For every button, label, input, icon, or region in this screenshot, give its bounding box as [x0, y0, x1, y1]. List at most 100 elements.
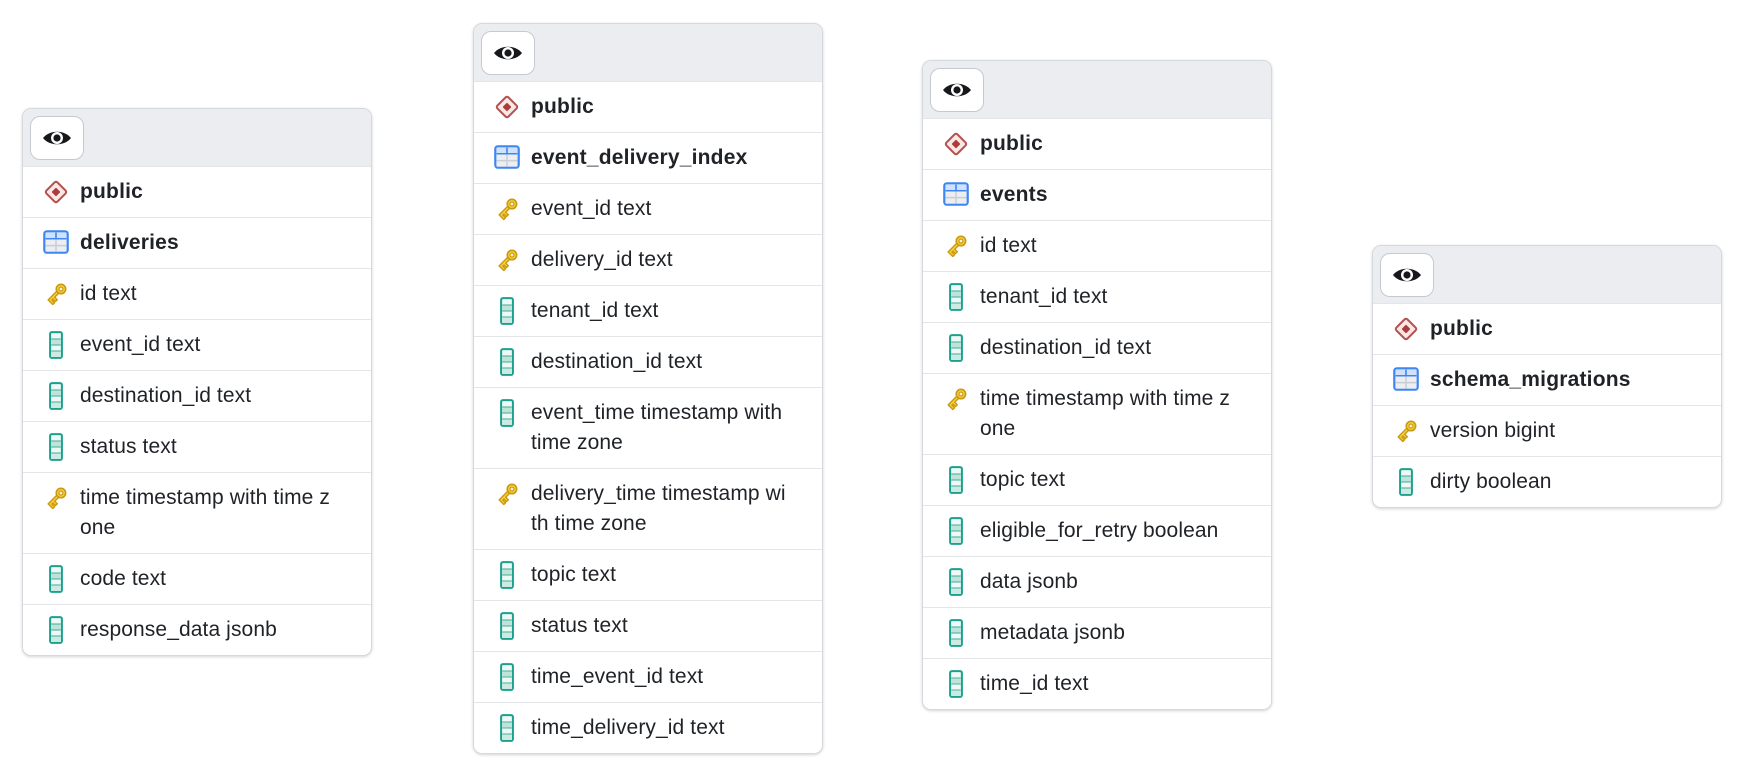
key-icon	[947, 388, 967, 411]
column-label: eligible_for_retry boolean	[980, 519, 1219, 542]
column-row[interactable]: dirty boolean	[1373, 456, 1721, 507]
key-icon	[498, 198, 518, 221]
column-label: code text	[80, 567, 167, 590]
table-name: deliveries	[80, 231, 179, 254]
column-icon	[949, 670, 963, 698]
table-name-row[interactable]: schema_migrations	[1373, 354, 1721, 405]
column-label: event_id text	[531, 197, 652, 220]
column-row[interactable]: topic text	[474, 549, 822, 600]
visibility-toggle-button[interactable]	[1380, 252, 1434, 297]
column-icon	[49, 433, 63, 461]
column-row[interactable]: time timestamp with time zone	[923, 373, 1271, 454]
table-card-header[interactable]	[923, 61, 1271, 118]
visibility-toggle-button[interactable]	[930, 67, 984, 112]
column-label: dirty boolean	[1430, 470, 1552, 493]
column-icon	[500, 348, 514, 376]
column-row[interactable]: id text	[23, 268, 371, 319]
column-row[interactable]: tenant_id text	[923, 271, 1271, 322]
column-row[interactable]: destination_id text	[23, 370, 371, 421]
column-row[interactable]: topic text	[923, 454, 1271, 505]
schema-row[interactable]: public	[1373, 303, 1721, 354]
schema-name: public	[1430, 317, 1494, 340]
schema-row[interactable]: public	[23, 166, 371, 217]
schema-diamond-icon	[944, 132, 968, 156]
column-label: delivery_id text	[531, 248, 673, 271]
column-row[interactable]: code text	[23, 553, 371, 604]
column-row[interactable]: time_delivery_id text	[474, 702, 822, 753]
column-label: event_time timestamp with time zone	[531, 401, 783, 454]
column-icon	[500, 714, 514, 742]
column-row[interactable]: delivery_id text	[474, 234, 822, 285]
schema-diamond-icon	[1394, 317, 1418, 341]
column-row[interactable]: version bigint	[1373, 405, 1721, 456]
column-row[interactable]: time_event_id text	[474, 651, 822, 702]
table-name-row[interactable]: events	[923, 169, 1271, 220]
key-icon	[1397, 420, 1417, 443]
table-icon	[494, 145, 520, 169]
column-row[interactable]: time_id text	[923, 658, 1271, 709]
schema-name: public	[980, 132, 1044, 155]
schema-row[interactable]: public	[474, 81, 822, 132]
column-row[interactable]: event_id text	[474, 183, 822, 234]
key-icon	[947, 235, 967, 258]
column-list: id text tenant_id text	[923, 220, 1271, 709]
column-label: topic text	[531, 563, 617, 586]
column-row[interactable]: status text	[474, 600, 822, 651]
visibility-toggle-button[interactable]	[481, 30, 535, 75]
column-icon	[500, 297, 514, 325]
table-name-row[interactable]: event_delivery_index	[474, 132, 822, 183]
column-label: time_event_id text	[531, 665, 704, 688]
column-label: event_id text	[80, 333, 201, 356]
schema-row[interactable]: public	[923, 118, 1271, 169]
column-label: topic text	[980, 468, 1066, 491]
column-row[interactable]: destination_id text	[474, 336, 822, 387]
column-icon	[949, 568, 963, 596]
column-label: tenant_id text	[980, 285, 1108, 308]
column-list: id text event_id text	[23, 268, 371, 655]
column-row[interactable]: delivery_time timestamp with time zone	[474, 468, 822, 549]
column-icon	[1399, 468, 1413, 496]
table-icon	[43, 230, 69, 254]
visibility-toggle-button[interactable]	[30, 115, 84, 160]
column-icon	[49, 331, 63, 359]
column-icon	[949, 283, 963, 311]
table-card-deliveries: public deliveries	[22, 108, 372, 656]
column-row[interactable]: data jsonb	[923, 556, 1271, 607]
column-label: destination_id text	[80, 384, 252, 407]
table-name: event_delivery_index	[531, 146, 748, 169]
column-icon	[500, 612, 514, 640]
schema-name: public	[80, 180, 144, 203]
table-name-row[interactable]: deliveries	[23, 217, 371, 268]
column-label: data jsonb	[980, 570, 1078, 593]
column-label: metadata jsonb	[980, 621, 1125, 644]
column-icon	[949, 517, 963, 545]
table-card-events: public events	[922, 60, 1272, 710]
schema-name: public	[531, 95, 595, 118]
column-row[interactable]: eligible_for_retry boolean	[923, 505, 1271, 556]
column-row[interactable]: id text	[923, 220, 1271, 271]
column-icon	[49, 616, 63, 644]
table-card-header[interactable]	[1373, 246, 1721, 303]
column-row[interactable]: status text	[23, 421, 371, 472]
column-row[interactable]: event_time timestamp with time zone	[474, 387, 822, 468]
table-name: events	[980, 183, 1048, 206]
column-row[interactable]: tenant_id text	[474, 285, 822, 336]
schema-diamond-icon	[495, 95, 519, 119]
column-label: time timestamp with time zone	[980, 387, 1230, 440]
eye-icon	[943, 83, 971, 96]
column-row[interactable]: time timestamp with time zone	[23, 472, 371, 553]
key-icon	[47, 283, 67, 306]
column-row[interactable]: response_data jsonb	[23, 604, 371, 655]
column-label: time timestamp with time zone	[80, 486, 330, 539]
column-icon	[949, 334, 963, 362]
column-row[interactable]: event_id text	[23, 319, 371, 370]
column-row[interactable]: metadata jsonb	[923, 607, 1271, 658]
table-card-header[interactable]	[23, 109, 371, 166]
column-row[interactable]: destination_id text	[923, 322, 1271, 373]
column-label: response_data jsonb	[80, 618, 277, 641]
table-card-header[interactable]	[474, 24, 822, 81]
column-icon	[49, 382, 63, 410]
column-label: tenant_id text	[531, 299, 659, 322]
key-icon	[498, 483, 518, 506]
